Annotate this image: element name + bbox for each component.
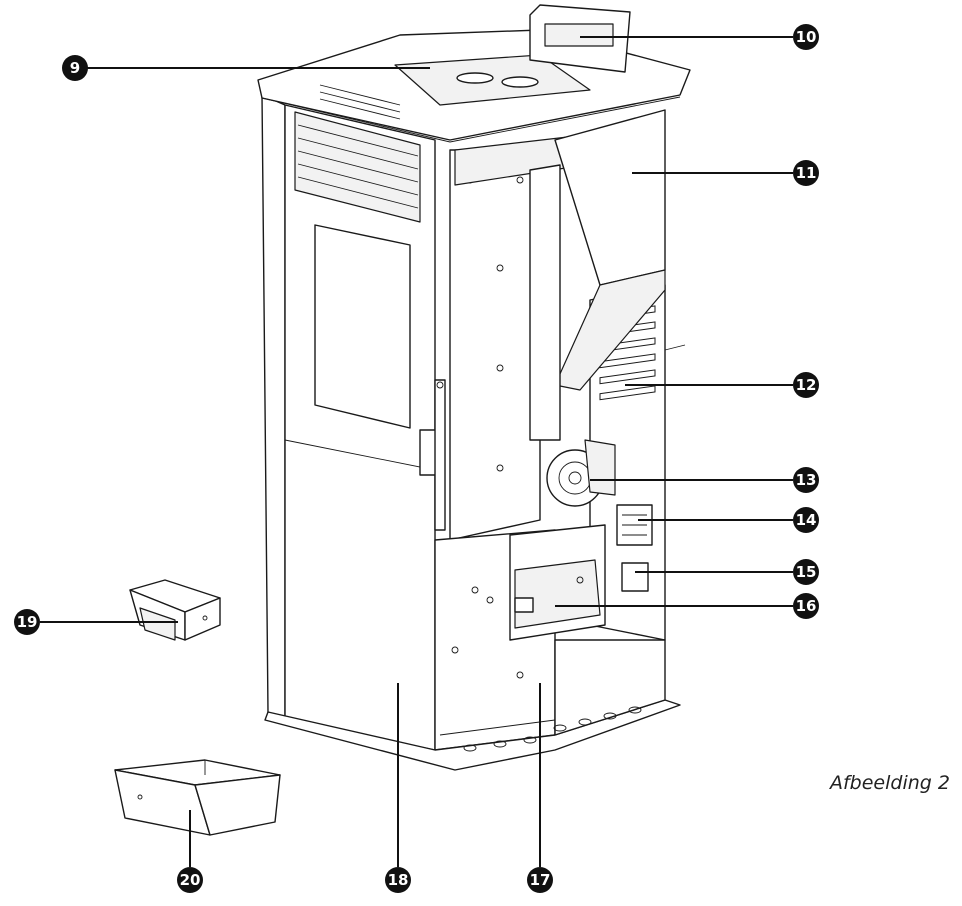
burn-box bbox=[509, 524, 606, 641]
callout-16-label: 16 bbox=[796, 597, 817, 615]
display-panel bbox=[529, 4, 631, 73]
callout-9-label: 9 bbox=[70, 59, 80, 77]
callout-15: 15 bbox=[793, 559, 819, 585]
callout-15-label: 15 bbox=[796, 563, 817, 581]
callout-12-label: 12 bbox=[796, 376, 817, 394]
power-switch bbox=[621, 562, 649, 592]
pellet-hopper bbox=[529, 109, 666, 441]
callout-20-label: 20 bbox=[180, 871, 201, 889]
figure-caption: Afbeelding 2 bbox=[830, 772, 950, 794]
callout-17: 17 bbox=[527, 867, 553, 893]
callout-20: 20 bbox=[177, 867, 203, 893]
fan-motor bbox=[546, 439, 616, 507]
callout-12: 12 bbox=[793, 372, 819, 398]
door-hinge-bar bbox=[434, 379, 446, 531]
callout-11: 11 bbox=[793, 160, 819, 186]
inner-side-plate bbox=[449, 149, 541, 541]
leader-lines bbox=[40, 36, 793, 867]
callout-13-label: 13 bbox=[796, 471, 817, 489]
callout-10-label: 10 bbox=[796, 28, 817, 46]
base-plate bbox=[264, 639, 681, 771]
stove-body bbox=[257, 4, 691, 771]
lid-vent-lines bbox=[319, 84, 401, 120]
door-window bbox=[314, 224, 411, 429]
callout-19-label: 19 bbox=[17, 613, 38, 631]
part-20-ash-drawer bbox=[114, 759, 281, 836]
front-grille bbox=[294, 111, 421, 223]
lower-compartment-screws bbox=[451, 586, 524, 679]
callout-18: 18 bbox=[385, 867, 411, 893]
callout-13: 13 bbox=[793, 467, 819, 493]
stove-left-side-panel bbox=[261, 94, 286, 721]
callout-17-label: 17 bbox=[530, 871, 551, 889]
callout-9: 9 bbox=[62, 55, 88, 81]
callout-14: 14 bbox=[793, 507, 819, 533]
callout-18-label: 18 bbox=[388, 871, 409, 889]
callout-14-label: 14 bbox=[796, 511, 817, 529]
callout-19: 19 bbox=[14, 609, 40, 635]
callout-16: 16 bbox=[793, 593, 819, 619]
part-19-burn-pot bbox=[129, 579, 221, 641]
callout-11-label: 11 bbox=[796, 164, 817, 182]
callout-10: 10 bbox=[793, 24, 819, 50]
